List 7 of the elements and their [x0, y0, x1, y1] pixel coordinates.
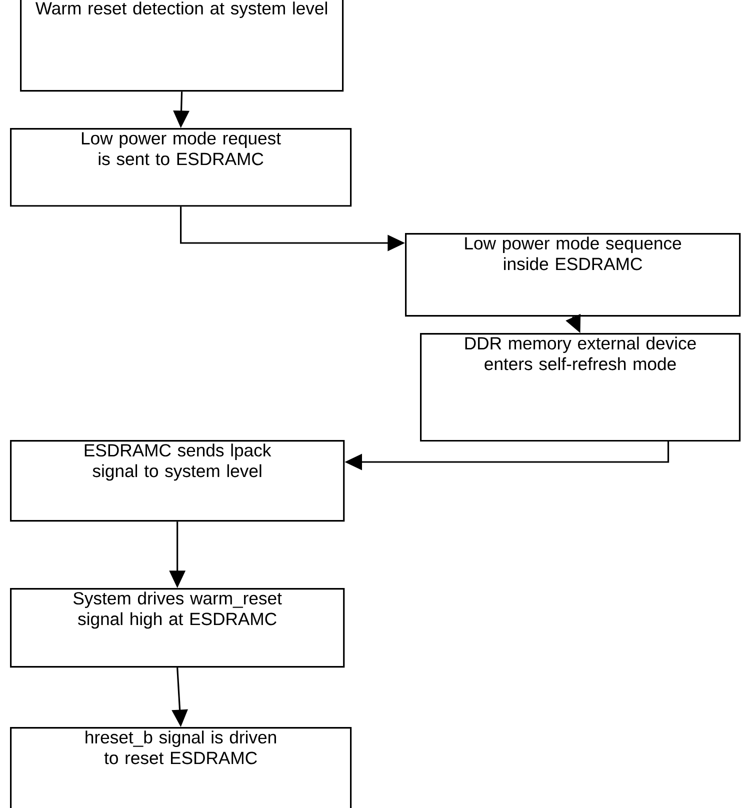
process-box: DDR memory external device enters self-refresh mode [420, 333, 741, 442]
process-box: Warm reset detection at system level [20, 0, 344, 92]
process-box: Low power mode request is sent to ESDRAMC [10, 128, 352, 207]
process-box: System drives warm_reset signal high at ESDRAMC [10, 588, 345, 668]
process-box: Low power mode sequence inside ESDRAMC [405, 233, 741, 317]
process-box: hreset_b signal is driven to reset ESDRAMC [10, 727, 352, 808]
process-box: ESDRAMC sends lpack signal to system level [10, 440, 345, 522]
